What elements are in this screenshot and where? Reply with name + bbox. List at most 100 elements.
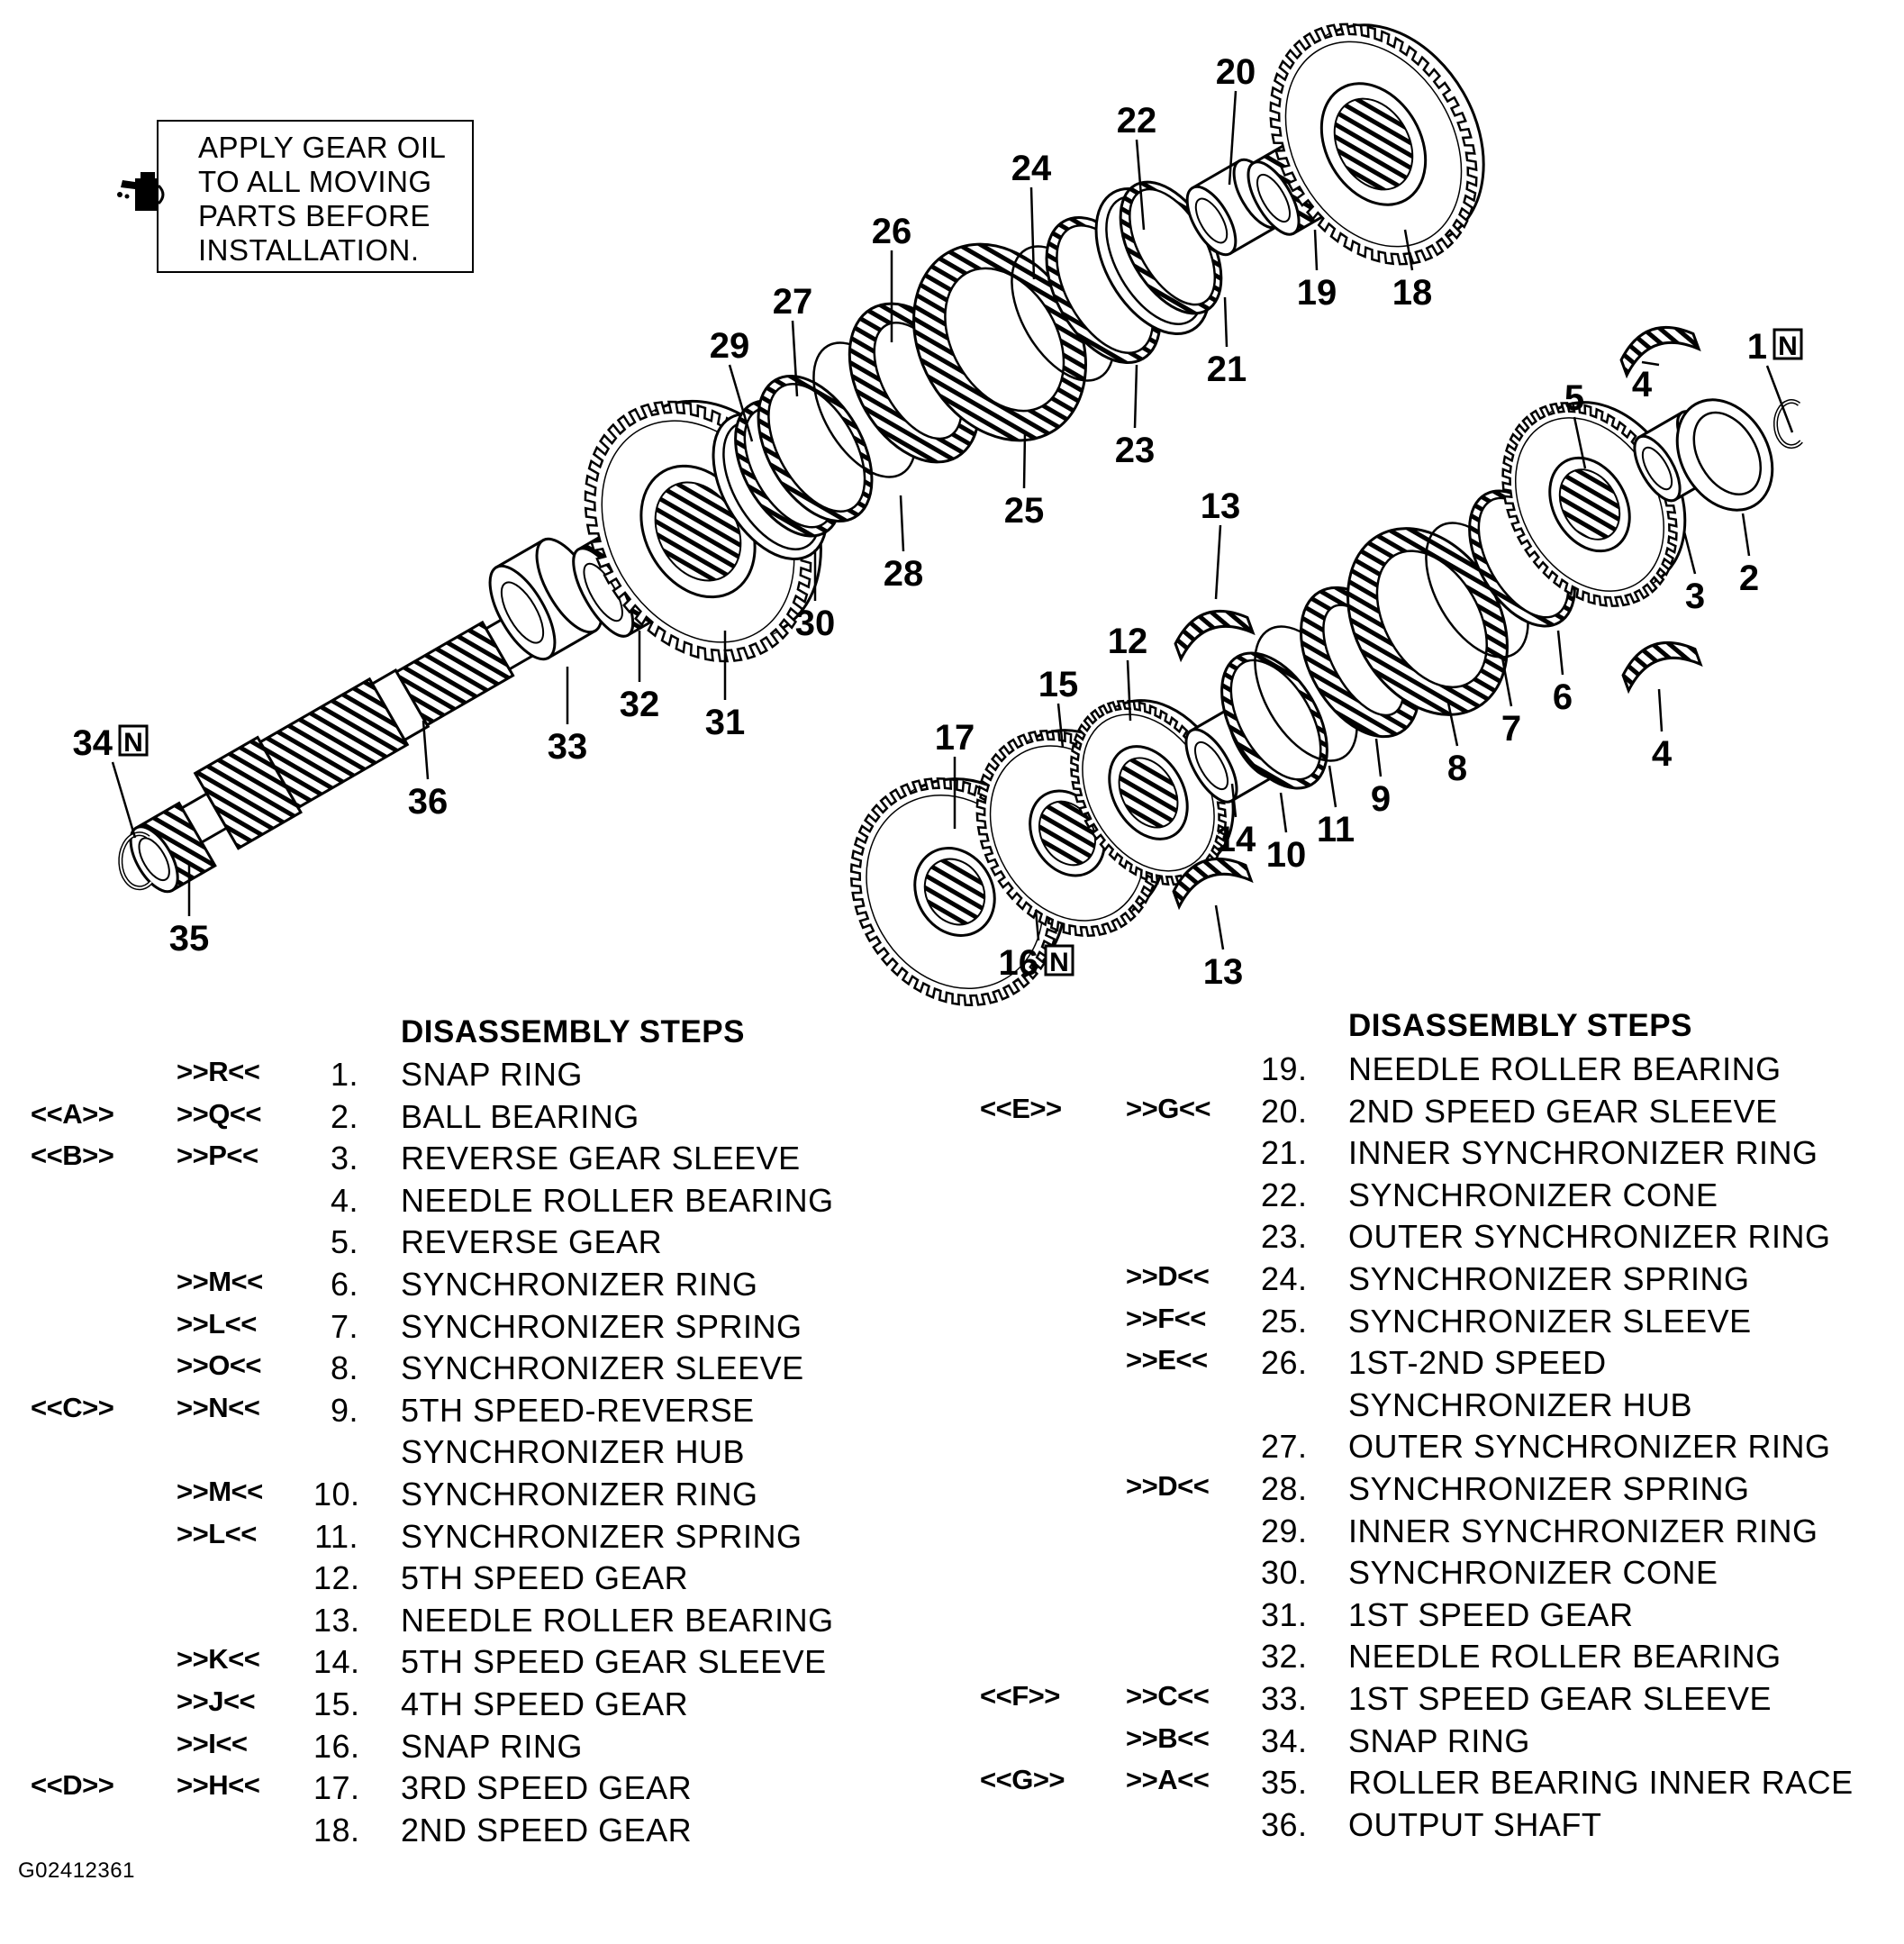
- step-number: 4.: [330, 1181, 358, 1219]
- step-row: <<F>>>>C<<33.1ST SPEED GEAR SLEEVE: [0, 1680, 1904, 1721]
- leader-line: [1228, 90, 1238, 186]
- step-number: 9.: [330, 1391, 358, 1429]
- step-number: 2.: [330, 1097, 358, 1135]
- leader-lines: [111, 90, 1794, 950]
- step-row: 21.INNER SYNCHRONIZER RING: [0, 1134, 1904, 1176]
- part-outline: [1692, 411, 1763, 496]
- step-number: 14.: [313, 1643, 360, 1681]
- step-part-name: 1ST SPEED GEAR SLEEVE: [1348, 1680, 1773, 1717]
- callout-label: 12: [1108, 622, 1148, 661]
- step-part-name: NEEDLE ROLLER BEARING: [401, 1601, 834, 1639]
- callout-label: 10: [1266, 835, 1307, 875]
- step-reference-b: >>N<<: [177, 1391, 260, 1423]
- step-number: 35.: [1261, 1764, 1308, 1802]
- step-part-name: SYNCHRONIZER SPRING: [1348, 1260, 1750, 1297]
- callout-label: 23: [1115, 431, 1156, 470]
- callout-label: 2: [1739, 559, 1759, 598]
- figure-code: G02412361: [18, 1858, 135, 1883]
- step-row: <<B>>>>P<<3.REVERSE GEAR SLEEVE: [0, 1140, 1904, 1181]
- step-reference-b: >>M<<: [177, 1266, 263, 1297]
- step-part-name: REVERSE GEAR: [401, 1223, 663, 1261]
- part-outline: [1284, 41, 1463, 248]
- step-reference-b: >>A<<: [1126, 1764, 1210, 1796]
- step-row: >>L<<11.SYNCHRONIZER SPRING: [0, 1518, 1904, 1559]
- callout-label: 32: [620, 685, 660, 724]
- leader-line: [1126, 659, 1132, 722]
- step-part-name: 1ST-2ND SPEED: [1348, 1344, 1607, 1382]
- step-number: 36.: [1261, 1805, 1308, 1843]
- part-outline: [1229, 659, 1322, 781]
- step-part-name: SYNCHRONIZER RING: [401, 1266, 758, 1303]
- callout-label: 31: [705, 703, 746, 742]
- step-reference-b: >>F<<: [1126, 1302, 1206, 1334]
- part-outline: [1375, 550, 1489, 689]
- needle-roller-bearing-4-upper: [1619, 325, 1701, 379]
- leader-line: [1328, 765, 1337, 808]
- leader-line: [899, 495, 905, 552]
- step-number: 8.: [330, 1349, 358, 1387]
- step-reference-b: >>K<<: [177, 1643, 260, 1676]
- step-row: >>K<< 14. 5TH SPEED GEAR SLEEVE: [0, 1643, 1904, 1685]
- step-reference-b: >>D<<: [1126, 1260, 1210, 1292]
- callout-label: 21: [1207, 350, 1247, 389]
- step-part-name: SYNCHRONIZER HUB: [1348, 1385, 1693, 1423]
- step-number: 29.: [1261, 1512, 1308, 1549]
- leader-line: [728, 364, 754, 442]
- step-part-name: SNAP RING: [401, 1056, 583, 1093]
- step-part-name: SNAP RING: [401, 1727, 583, 1765]
- step-number: 16.: [313, 1727, 360, 1765]
- part-outline: [767, 383, 866, 513]
- step-row: 12.5TH SPEED GEAR: [0, 1559, 1904, 1601]
- step-number: 7.: [330, 1307, 358, 1345]
- step-row: SYNCHRONIZER HUB: [0, 1433, 1904, 1475]
- step-number: 10.: [313, 1476, 360, 1513]
- step-reference-b: >>H<<: [177, 1769, 260, 1802]
- step-number: 28.: [1261, 1470, 1308, 1507]
- step-row: >>M<<6.SYNCHRONIZER RING: [0, 1266, 1904, 1307]
- step-part-name: INNER SYNCHRONIZER RING: [1348, 1512, 1818, 1549]
- step-reference-b: >>Q<<: [177, 1097, 262, 1130]
- callout-label: 18: [1392, 273, 1433, 313]
- step-reference-b: >>B<<: [1126, 1721, 1210, 1754]
- non-reusable-mark: [1773, 328, 1803, 360]
- callout-label: 13: [1201, 486, 1241, 526]
- step-reference-b: >>J<<: [177, 1685, 256, 1717]
- step-part-name: REVERSE GEAR SLEEVE: [401, 1140, 801, 1177]
- step-row: 30.SYNCHRONIZER CONE: [0, 1554, 1904, 1595]
- callout-label: 22: [1117, 101, 1157, 141]
- callout-label: 28: [884, 554, 924, 594]
- callout-label: 35: [169, 919, 210, 958]
- step-reference-a: <<B>>: [31, 1140, 114, 1172]
- leader-line: [1133, 364, 1138, 429]
- step-row: 23.OUTER SYNCHRONIZER RING: [0, 1218, 1904, 1259]
- leader-line: [1214, 904, 1225, 950]
- step-row: 32.NEEDLE ROLLER BEARING: [0, 1638, 1904, 1679]
- step-reference-a: <<F>>: [980, 1680, 1060, 1712]
- callout-label: 19: [1297, 273, 1337, 313]
- callout-label: 25: [1004, 491, 1045, 531]
- callout-label: 36: [408, 782, 449, 822]
- step-part-name: SYNCHRONIZER SLEEVE: [1348, 1302, 1752, 1340]
- leader-line: [1641, 360, 1660, 367]
- leader-line: [1313, 229, 1319, 271]
- step-part-name: SYNCHRONIZER CONE: [1348, 1554, 1718, 1592]
- step-part-name: 5TH SPEED GEAR SLEEVE: [401, 1643, 827, 1681]
- step-row: 31.1ST SPEED GEAR: [0, 1596, 1904, 1638]
- step-part-name: NEEDLE ROLLER BEARING: [401, 1181, 834, 1219]
- step-number: 17.: [313, 1769, 360, 1807]
- step-number: 18.: [313, 1811, 360, 1849]
- step-number: 15.: [313, 1685, 360, 1722]
- snap-ring-34: [118, 831, 153, 891]
- callout-label: 15: [1038, 665, 1079, 704]
- step-part-name: SYNCHRONIZER SPRING: [1348, 1470, 1750, 1507]
- leader-line: [1657, 688, 1664, 732]
- callout-label: 34: [73, 723, 113, 763]
- step-part-name: OUTER SYNCHRONIZER RING: [1348, 1218, 1831, 1256]
- leader-line: [111, 761, 137, 839]
- leader-line: [1374, 738, 1383, 777]
- step-part-name: 5TH SPEED GEAR: [401, 1559, 689, 1597]
- step-part-name: 1ST SPEED GEAR: [1348, 1595, 1634, 1633]
- callout-label: 27: [773, 282, 813, 322]
- callout-label: 14: [1216, 820, 1256, 859]
- step-row: 27.OUTER SYNCHRONIZER RING: [0, 1428, 1904, 1469]
